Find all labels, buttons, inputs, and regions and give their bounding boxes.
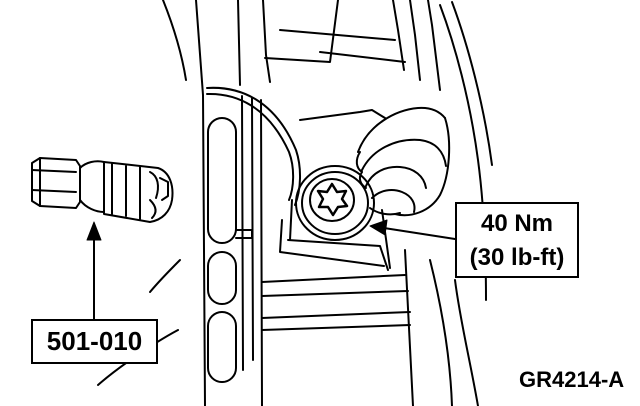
vehicle-structure <box>97 0 493 406</box>
hand <box>355 106 451 217</box>
torque-nm-label: 40 Nm <box>480 210 554 237</box>
torx-bolt <box>295 165 375 241</box>
figure-id-label: GR4214-A <box>519 367 625 392</box>
tool-number-callout: 501-010 <box>31 319 158 364</box>
leader-arrows <box>86 219 456 320</box>
torque-lbft-label: (30 lb-ft) <box>469 244 565 271</box>
torx-bit-tool <box>31 157 174 223</box>
torque-spec-callout: 40 Nm (30 lb-ft) <box>455 202 579 278</box>
